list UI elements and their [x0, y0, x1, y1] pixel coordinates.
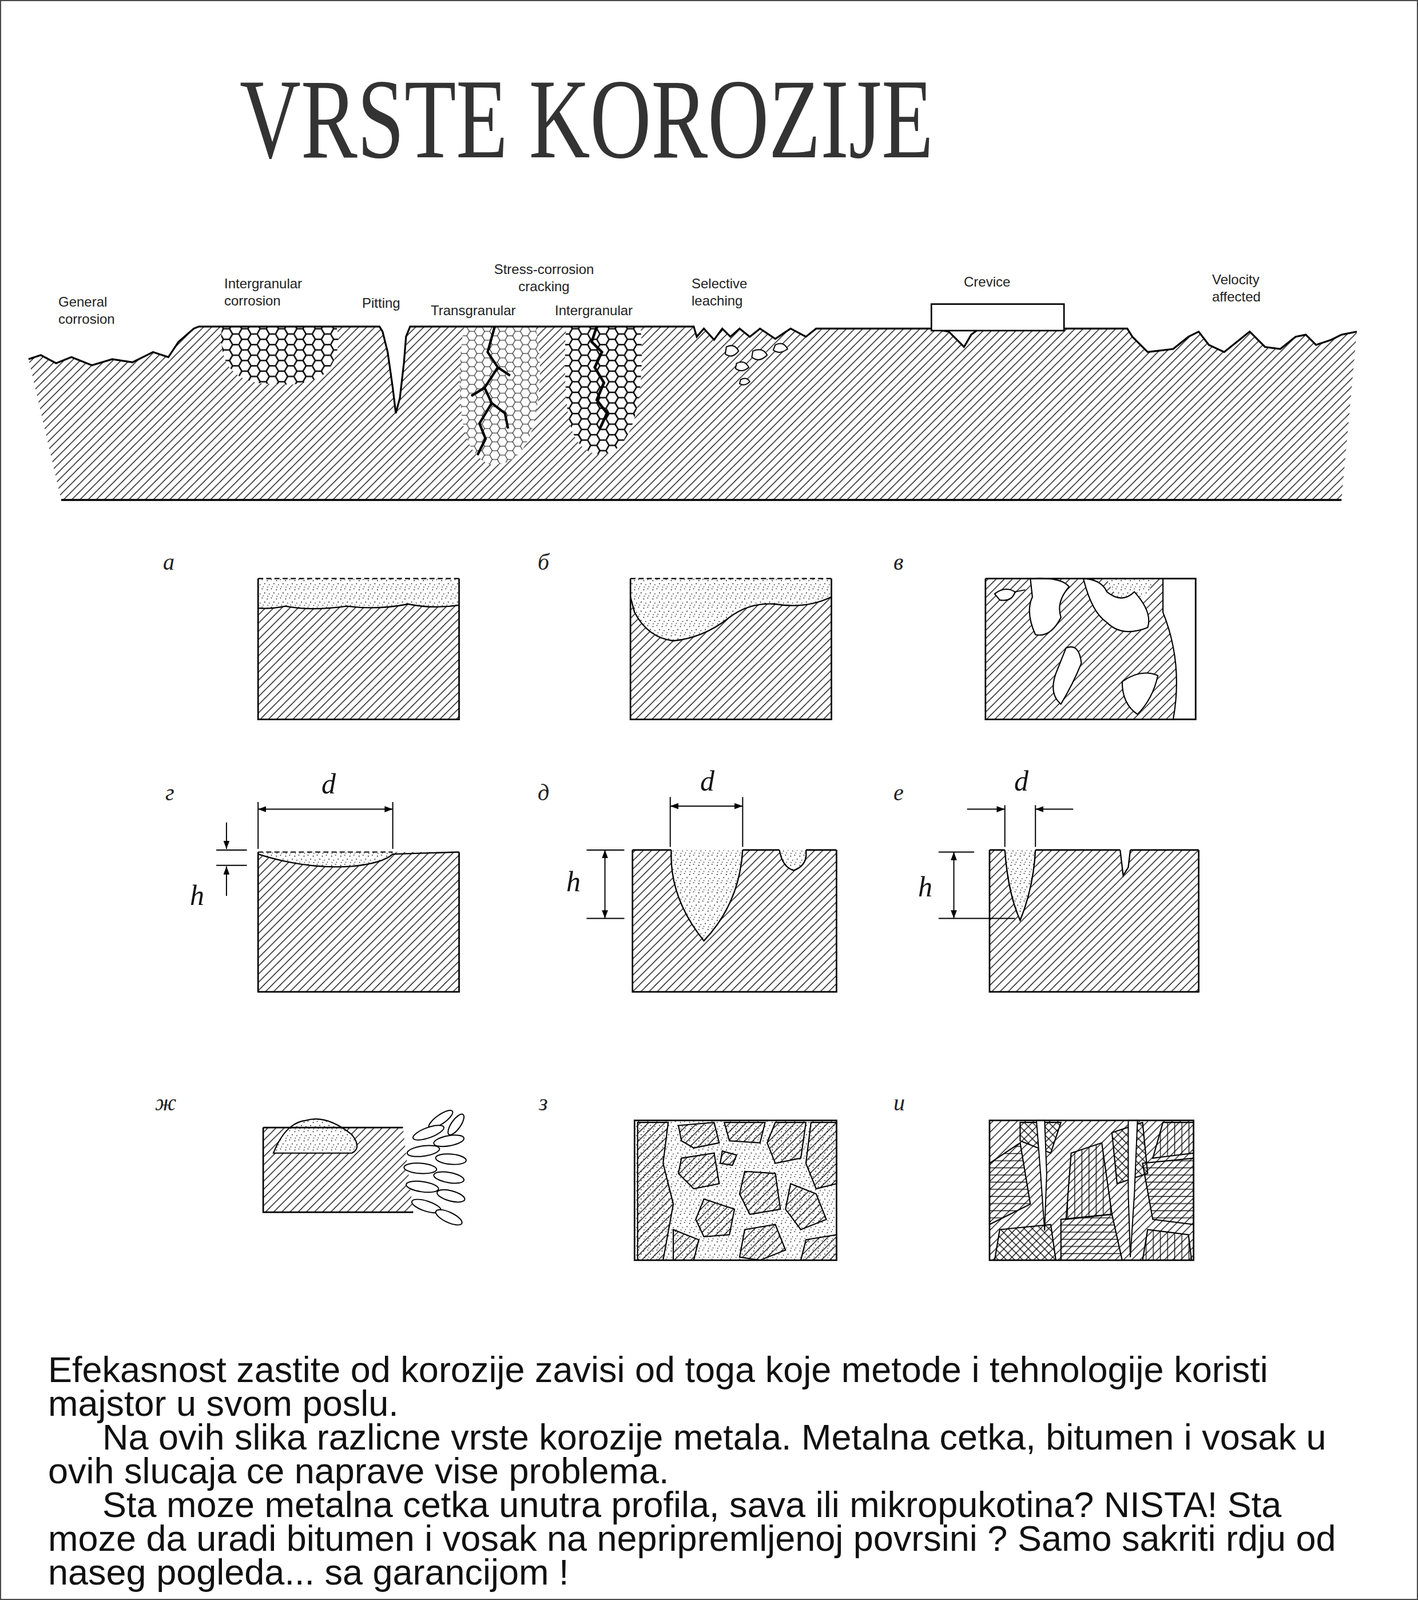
corrosion-type-label: Intergranular corrosion — [224, 275, 325, 310]
panel-uniform — [257, 578, 459, 720]
panel-uneven — [630, 578, 832, 720]
body-paragraph: Na ovih slika razlicne vrste korozije me… — [48, 1420, 1350, 1488]
dimension-label: d — [320, 769, 337, 798]
panel-subsurface — [263, 1107, 467, 1229]
panel-point-pit — [938, 804, 1199, 992]
panel-letter: ж — [155, 1091, 177, 1115]
panel-spot — [216, 801, 459, 992]
dimension-label: d — [698, 766, 716, 796]
panel-letter: в — [893, 550, 904, 574]
panel-letter: д — [537, 781, 550, 805]
corrosion-type-label: Selective leaching — [691, 275, 772, 310]
corrosion-type-label: Crevice — [963, 273, 1011, 291]
page-title: VRSTE KOROZIJE — [239, 61, 934, 177]
dimension-label: h — [916, 872, 934, 901]
corrosion-type-label: Transgranular — [430, 302, 516, 320]
corrosion-type-label: Intergranular — [554, 302, 633, 320]
panel-letter: з — [538, 1091, 548, 1115]
corrosion-type-label: General corrosion — [58, 293, 139, 328]
panel-letter: б — [537, 550, 550, 574]
panel-letter: г — [165, 781, 175, 805]
corrosion-type-label: Velocity affected — [1212, 271, 1284, 306]
panel-letter: а — [163, 550, 175, 574]
body-paragraph: Sta moze metalna cetka unutra profila, s… — [48, 1487, 1350, 1590]
panel-pit — [586, 796, 837, 992]
panel-letter: и — [893, 1091, 905, 1115]
dimension-label: h — [188, 880, 206, 910]
panel-structural — [985, 578, 1196, 720]
body-text: Efekasnost zastite od korozije zavisi od… — [48, 1352, 1350, 1590]
corrosion-type-label: Pitting — [362, 294, 401, 312]
corrosion-type-label: Stress-corrosion cracking — [478, 260, 610, 296]
panel-letter: е — [893, 781, 904, 805]
body-paragraph: Efekasnost zastite od korozije zavisi od… — [48, 1352, 1350, 1421]
panel-transcrystalline — [989, 1120, 1194, 1261]
panel-intergranular — [634, 1120, 837, 1261]
overview-cross-section — [28, 304, 1357, 500]
dimension-label: d — [1013, 766, 1030, 796]
dimension-label: h — [565, 867, 582, 896]
